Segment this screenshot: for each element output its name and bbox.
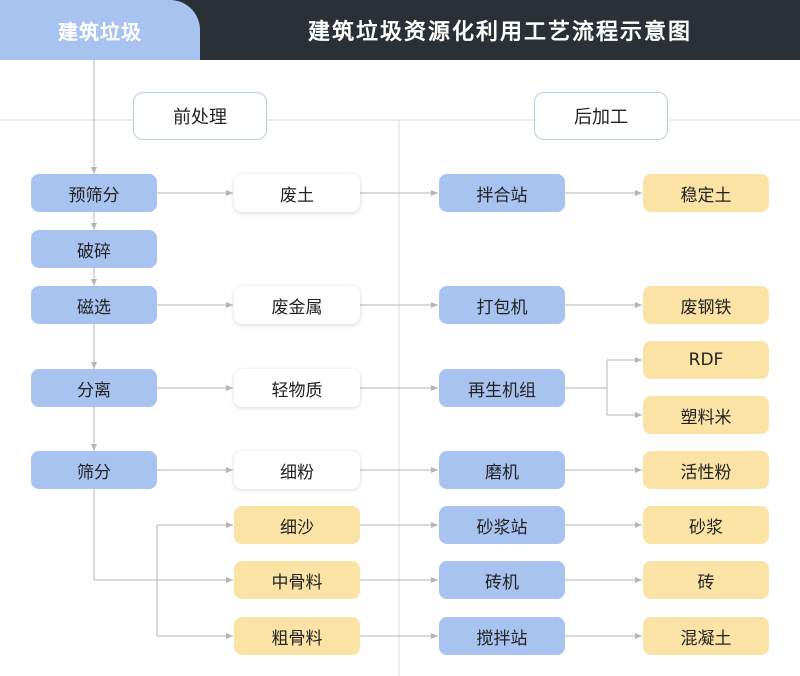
product-concrete: 混凝土 (643, 617, 769, 655)
step-pre-screening: 预筛分 (31, 174, 157, 212)
output-fine-sand: 细沙 (234, 506, 360, 544)
process-mixing-station: 拌合站 (439, 174, 565, 212)
process-mill: 磨机 (439, 451, 565, 489)
product-brick: 砖 (643, 561, 769, 599)
output-waste-metal: 废金属 (234, 286, 360, 324)
product-mortar: 砂浆 (643, 506, 769, 544)
product-rdf: RDF (643, 341, 769, 379)
output-fine-powder: 细粉 (234, 451, 360, 489)
output-coarse-aggregate: 粗骨料 (234, 617, 360, 655)
output-medium-aggregate: 中骨料 (234, 561, 360, 599)
product-active-powder: 活性粉 (643, 451, 769, 489)
process-mortar-station: 砂浆站 (439, 506, 565, 544)
section-pre-processing: 前处理 (133, 92, 267, 140)
step-screening: 筛分 (31, 451, 157, 489)
process-baler: 打包机 (439, 286, 565, 324)
step-magnetic-separation: 磁选 (31, 286, 157, 324)
product-stabilized-soil: 稳定土 (643, 174, 769, 212)
process-brick-machine: 砖机 (439, 561, 565, 599)
connector-sieve-medium (93, 489, 233, 583)
section-post-processing: 后加工 (534, 92, 668, 140)
diagram-title: 建筑垃圾资源化利用工艺流程示意图 (307, 20, 692, 45)
output-waste-soil: 废土 (234, 174, 360, 212)
step-separation: 分离 (31, 369, 157, 407)
step-crushing: 破碎 (31, 230, 157, 268)
output-light-material: 轻物质 (234, 369, 360, 407)
product-plastic-pellets: 塑料米 (643, 396, 769, 434)
process-regeneration-unit: 再生机组 (439, 369, 565, 407)
start-node: 建筑垃圾 (0, 0, 200, 60)
product-scrap-steel: 废钢铁 (643, 286, 769, 324)
process-concrete-station: 搅拌站 (439, 617, 565, 655)
